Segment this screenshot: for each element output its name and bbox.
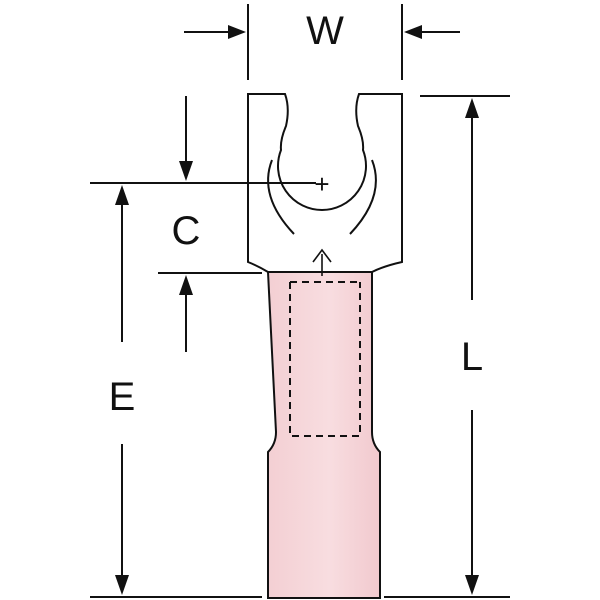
c-label: C [172,209,201,253]
l-arrow-top [465,98,479,118]
e-arrow-bottom [115,575,129,595]
e-arrow-top [115,185,129,205]
dimension-e: E [90,185,262,598]
spade-tongue: + [247,93,403,276]
w-arrow-right-head [404,25,422,39]
w-label: W [306,9,344,53]
sleeve-body [266,271,381,599]
dimension-l: L [384,95,510,598]
stud-center-mark: + [314,169,329,199]
insulation-sleeve [266,271,381,599]
c-arrow-top-head [179,161,193,181]
tongue-outline [247,93,403,273]
l-label: L [461,335,483,379]
w-arrow-left-head [228,25,246,39]
left-flange-curve [267,159,295,235]
right-flange-curve [349,159,377,235]
e-label: E [109,375,136,419]
dimension-w: W [184,4,460,80]
slot-arrow-head [312,248,332,263]
barrel-dashed-outline [289,282,361,437]
dimension-c: C [90,96,316,352]
c-arrow-bottom-head [179,275,193,295]
l-arrow-bottom [465,575,479,595]
